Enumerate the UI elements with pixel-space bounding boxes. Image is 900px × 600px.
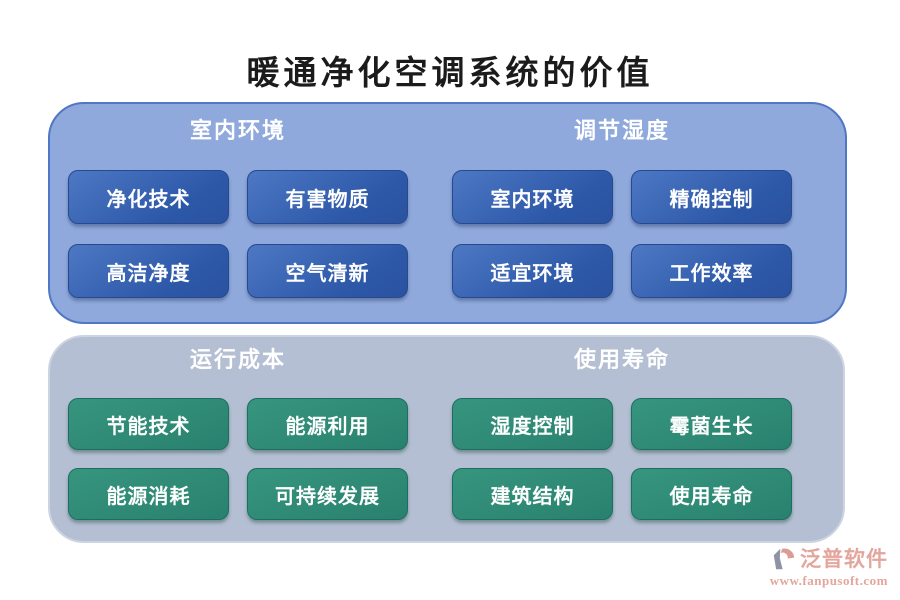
tag-button[interactable]: 湿度控制 — [452, 398, 613, 450]
tag-button[interactable]: 有害物质 — [247, 170, 408, 224]
section-header: 调节湿度 — [573, 118, 670, 143]
button-grid: 湿度控制 霉菌生长 建筑结构 使用寿命 — [452, 398, 792, 520]
fanpu-logo-icon — [771, 545, 797, 573]
tag-button[interactable]: 使用寿命 — [631, 468, 792, 520]
brand-url: www.fanpusoft.com — [769, 573, 888, 588]
tag-button[interactable]: 空气清新 — [247, 244, 408, 298]
button-grid: 净化技术 有害物质 高洁净度 空气清新 — [68, 170, 408, 298]
tag-button[interactable]: 净化技术 — [68, 170, 229, 224]
tag-button[interactable]: 建筑结构 — [452, 468, 613, 520]
section-header: 使用寿命 — [573, 347, 670, 372]
section-humidity-regulation: 调节湿度 室内环境 精确控制 适宜环境 工作效率 — [452, 104, 792, 322]
tag-button[interactable]: 室内环境 — [452, 170, 613, 224]
tag-button[interactable]: 能源利用 — [247, 398, 408, 450]
tag-button[interactable]: 霉菌生长 — [631, 398, 792, 450]
section-service-life: 使用寿命 湿度控制 霉菌生长 建筑结构 使用寿命 — [452, 337, 792, 541]
panel-top: 室内环境 净化技术 有害物质 高洁净度 空气清新 调节湿度 室内环境 精确控制 … — [48, 102, 847, 324]
button-grid: 节能技术 能源利用 能源消耗 可持续发展 — [68, 398, 408, 520]
brand-footer: 泛普软件 www.fanpusoft.com — [770, 545, 888, 589]
tag-button[interactable]: 精确控制 — [631, 170, 792, 224]
panel-bottom: 运行成本 节能技术 能源利用 能源消耗 可持续发展 使用寿命 湿度控制 霉菌生长… — [48, 335, 845, 543]
section-header: 室内环境 — [189, 118, 286, 143]
brand-name: 泛普软件 — [800, 547, 888, 571]
section-indoor-environment: 室内环境 净化技术 有害物质 高洁净度 空气清新 — [68, 104, 408, 322]
section-operating-cost: 运行成本 节能技术 能源利用 能源消耗 可持续发展 — [68, 337, 408, 541]
tag-button[interactable]: 可持续发展 — [247, 468, 408, 520]
tag-button[interactable]: 节能技术 — [68, 398, 229, 450]
page-title: 暖通净化空调系统的价值 — [246, 56, 654, 92]
tag-button[interactable]: 工作效率 — [631, 244, 792, 298]
button-grid: 室内环境 精确控制 适宜环境 工作效率 — [452, 170, 792, 298]
tag-button[interactable]: 适宜环境 — [452, 244, 613, 298]
section-header: 运行成本 — [189, 347, 286, 372]
brand-row: 泛普软件 — [770, 545, 888, 573]
tag-button[interactable]: 能源消耗 — [68, 468, 229, 520]
tag-button[interactable]: 高洁净度 — [68, 244, 229, 298]
